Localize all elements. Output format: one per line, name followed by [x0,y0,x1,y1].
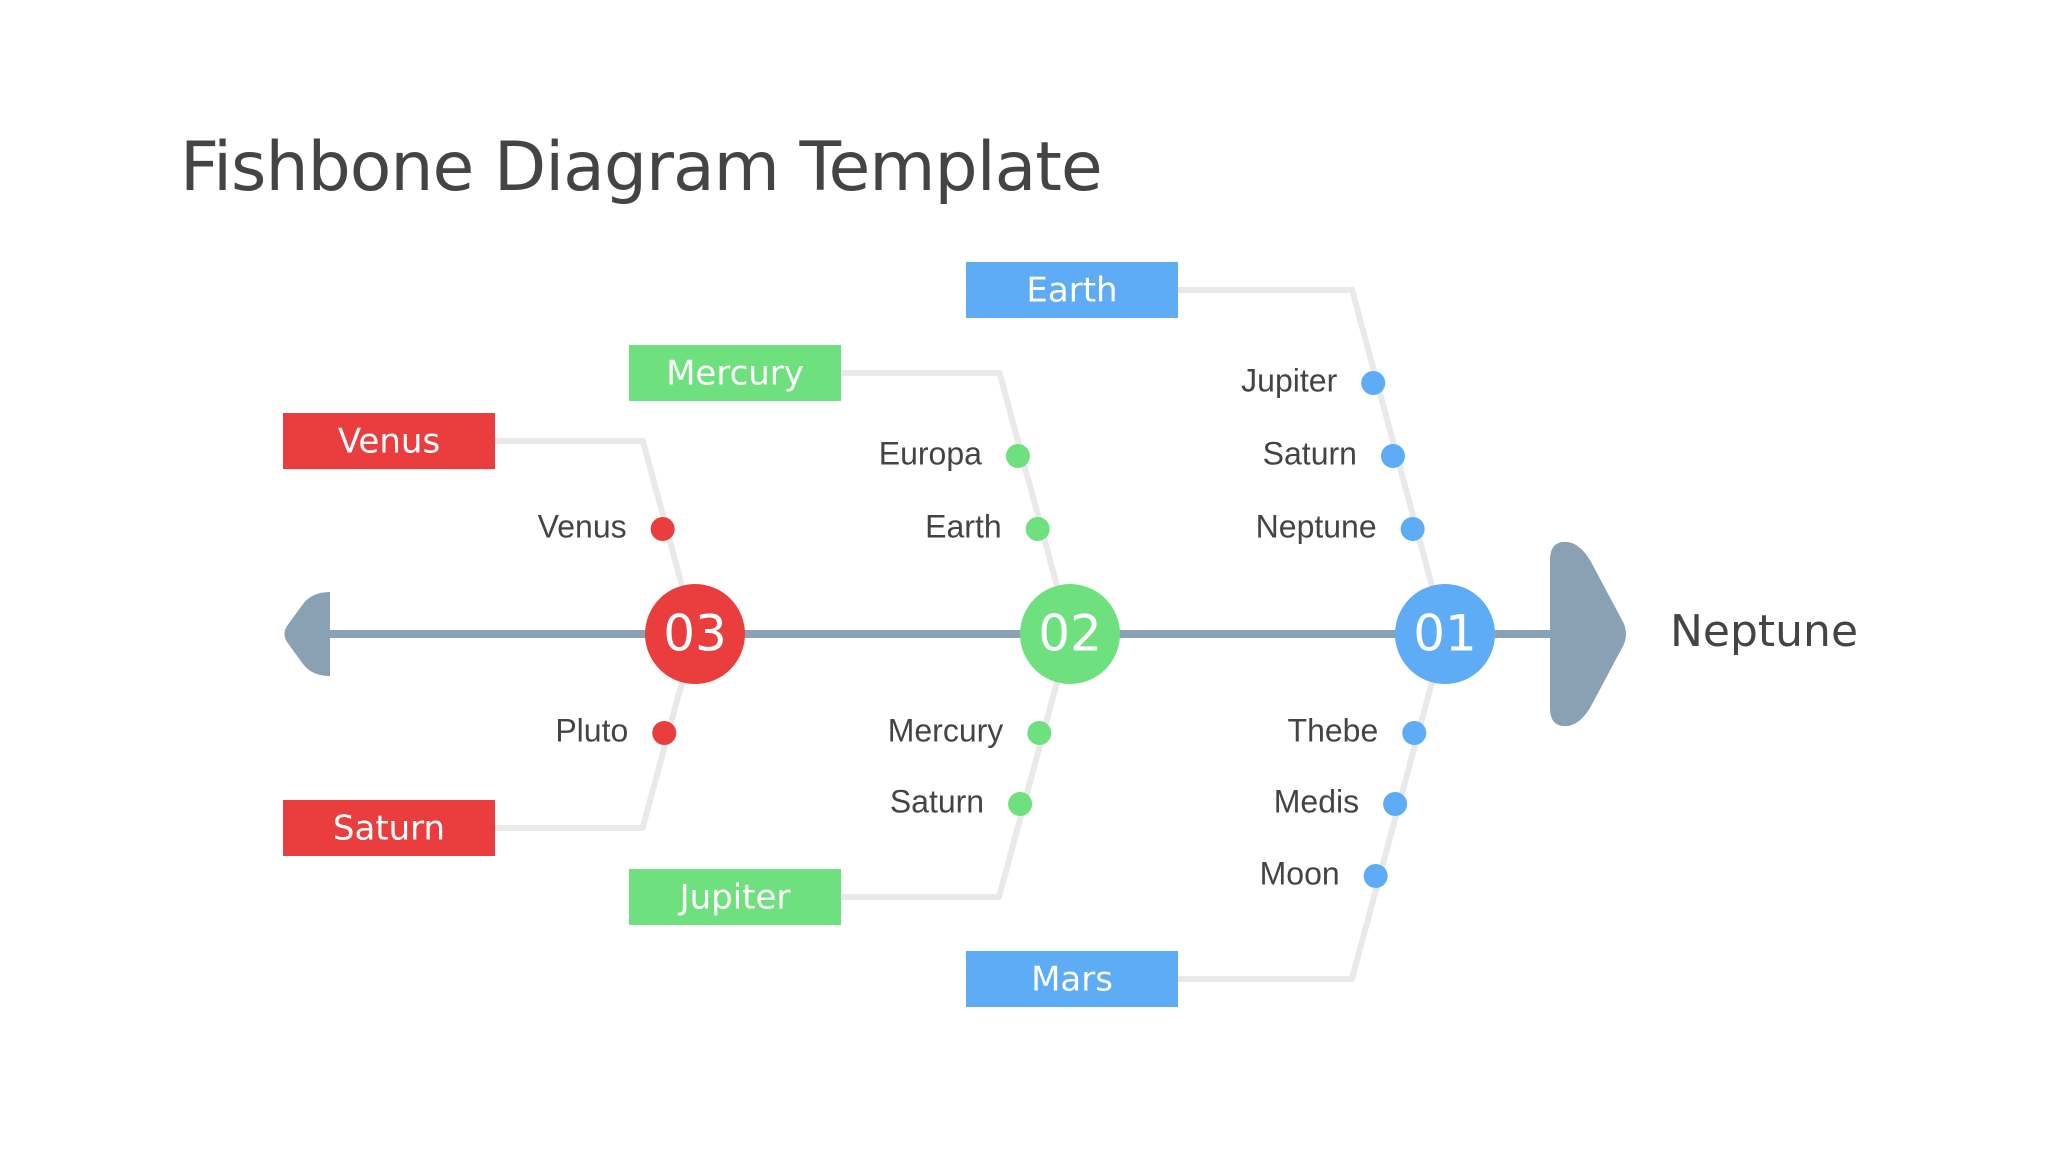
step-number-03: 03 [663,605,727,663]
bone-bottom-03 [495,633,698,831]
item-label-top-01-2: Neptune [1256,508,1377,544]
item-label-top-03-0: Venus [538,508,627,544]
item-dot-bottom-01-1 [1383,792,1408,816]
category-label-bottom-03: Saturn [333,809,445,849]
item-dot-top-01-0 [1361,371,1386,395]
head-arrow [1550,541,1626,727]
bone-bottom-01 [1178,633,1448,982]
step-circle-03 [645,584,745,684]
item-label-bottom-01-0: Thebe [1288,712,1379,748]
bone-bottom-02 [841,633,1073,900]
item-dot-top-01-2 [1400,517,1425,541]
item-dot-bottom-02-1 [1008,792,1033,816]
bone-top-03 [495,438,698,635]
step-number-01: 01 [1413,605,1477,663]
category-box-bottom-02 [629,869,841,925]
item-dot-bottom-01-2 [1363,864,1388,888]
category-box-top-03 [283,413,495,469]
diagram-title: Fishbone Diagram Template [180,128,1103,207]
item-dot-top-02-1 [1025,517,1050,541]
category-box-top-01 [966,262,1178,318]
item-label-bottom-02-0: Mercury [888,712,1004,748]
item-label-bottom-01-2: Moon [1260,855,1340,891]
category-box-bottom-01 [966,951,1178,1007]
item-dot-top-02-0 [1005,444,1030,468]
item-label-bottom-01-1: Medis [1274,783,1359,819]
bone-top-02 [841,370,1073,635]
item-dot-bottom-03-0 [652,721,677,745]
category-box-top-02 [629,345,841,401]
step-circle-02 [1020,584,1120,684]
item-label-top-02-0: Europa [879,435,982,471]
item-label-bottom-02-1: Saturn [890,783,984,819]
item-dot-top-01-1 [1380,444,1405,468]
item-label-top-01-1: Saturn [1263,435,1357,471]
category-label-top-01: Earth [1026,271,1117,311]
tail-arrow [284,592,330,676]
item-label-top-01-0: Jupiter [1241,362,1337,398]
step-circle-01 [1395,584,1495,684]
category-label-bottom-01: Mars [1031,960,1113,1000]
item-dot-bottom-01-0 [1402,721,1427,745]
item-dot-top-03-0 [650,517,675,541]
head-label: Neptune [1670,606,1858,657]
category-label-top-03: Venus [338,422,440,462]
category-box-bottom-03 [283,800,495,856]
step-number-02: 02 [1038,605,1102,663]
item-label-bottom-03-0: Pluto [555,712,628,748]
category-label-bottom-02: Jupiter [678,878,791,918]
item-label-top-02-1: Earth [925,508,1001,544]
category-label-top-02: Mercury [666,354,804,394]
item-dot-bottom-02-0 [1027,721,1052,745]
